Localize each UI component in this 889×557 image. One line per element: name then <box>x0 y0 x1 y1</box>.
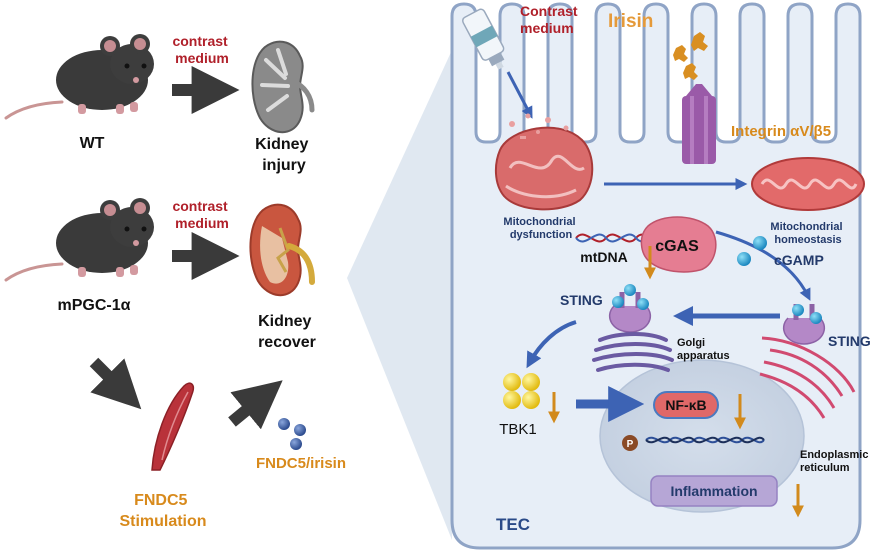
fndc5-irisin-label: FNDC5/irisin <box>256 455 346 472</box>
healthy-kidney-icon <box>249 203 315 297</box>
irisin-molecules-icon <box>673 32 708 80</box>
cgamp-label: cGAMP <box>774 252 824 268</box>
arrow-mpgc-to-muscle <box>89 357 142 410</box>
arrow-muscle-to-irisin <box>228 380 283 430</box>
tbk1-label: TBK1 <box>499 421 537 438</box>
nucleus <box>599 359 805 513</box>
golgi-label: Golgi apparatus <box>677 337 730 362</box>
sting-right-icon <box>783 304 825 345</box>
zoom-funnel <box>347 50 452 540</box>
mito-homeostasis-label: Mitochondrial homeostasis <box>770 221 845 246</box>
healthy-mitochondrion-icon <box>751 157 865 211</box>
injured-kidney-icon <box>251 40 315 134</box>
golgi-apparatus-icon <box>592 332 674 372</box>
mpgc-label: mPGC-1α <box>58 297 131 314</box>
arrow-sting-to-tbk1 <box>526 320 577 369</box>
mtdna-label: mtDNA <box>580 249 627 265</box>
damaged-mitochondrion-icon <box>494 113 594 211</box>
sting-right-label: STING <box>828 333 871 349</box>
wt-mouse-icon <box>4 34 154 120</box>
cell-contrast-medium-label: Contrast medium <box>520 3 581 36</box>
muscle-icon <box>151 382 195 471</box>
sting-left-label: STING <box>560 292 603 308</box>
fndc5-stimulation-label: FNDC5 Stimulation <box>119 492 206 530</box>
irisin-label: Irisin <box>608 11 653 32</box>
tbk1-icon <box>503 373 540 409</box>
kidney-injury-label: Kidney injury <box>255 136 313 174</box>
arrow-cgas-to-sting-right <box>715 230 811 301</box>
cgas-protein <box>640 216 717 273</box>
cgas-label: cGAS <box>655 238 699 255</box>
cgamp-molecules-icon <box>737 236 767 266</box>
contrast-medium-label-2: contrast medium <box>172 198 231 231</box>
phospho-label: P <box>627 439 634 450</box>
mito-dysfunction-label: Mitochondrial dysfunction <box>503 216 578 241</box>
wt-label: WT <box>80 135 105 152</box>
contrast-vial-icon <box>461 8 505 70</box>
mpgc-mouse-icon <box>4 198 154 282</box>
nuclear-dna-icon <box>645 436 765 444</box>
er-label: Endoplasmic reticulum <box>800 449 872 474</box>
sting-left-icon <box>609 284 651 333</box>
endoplasmic-reticulum-icon <box>759 336 856 419</box>
inflammation-box <box>650 475 778 507</box>
nfkb-label: NF-κB <box>665 397 706 413</box>
contrast-medium-label-1: contrast medium <box>172 33 231 66</box>
arrow-vial-to-mito <box>506 71 533 119</box>
phospho-marker <box>622 435 638 451</box>
irisin-particles-icon <box>278 418 306 450</box>
kidney-recover-label: Kidney recover <box>258 313 316 351</box>
integrin-label: Integrin αV/β5 <box>731 123 831 140</box>
nfkb-box <box>653 391 719 419</box>
inflammation-label: Inflammation <box>670 483 757 499</box>
integrin-receptor-icon <box>682 84 716 164</box>
tec-label: TEC <box>496 515 530 534</box>
